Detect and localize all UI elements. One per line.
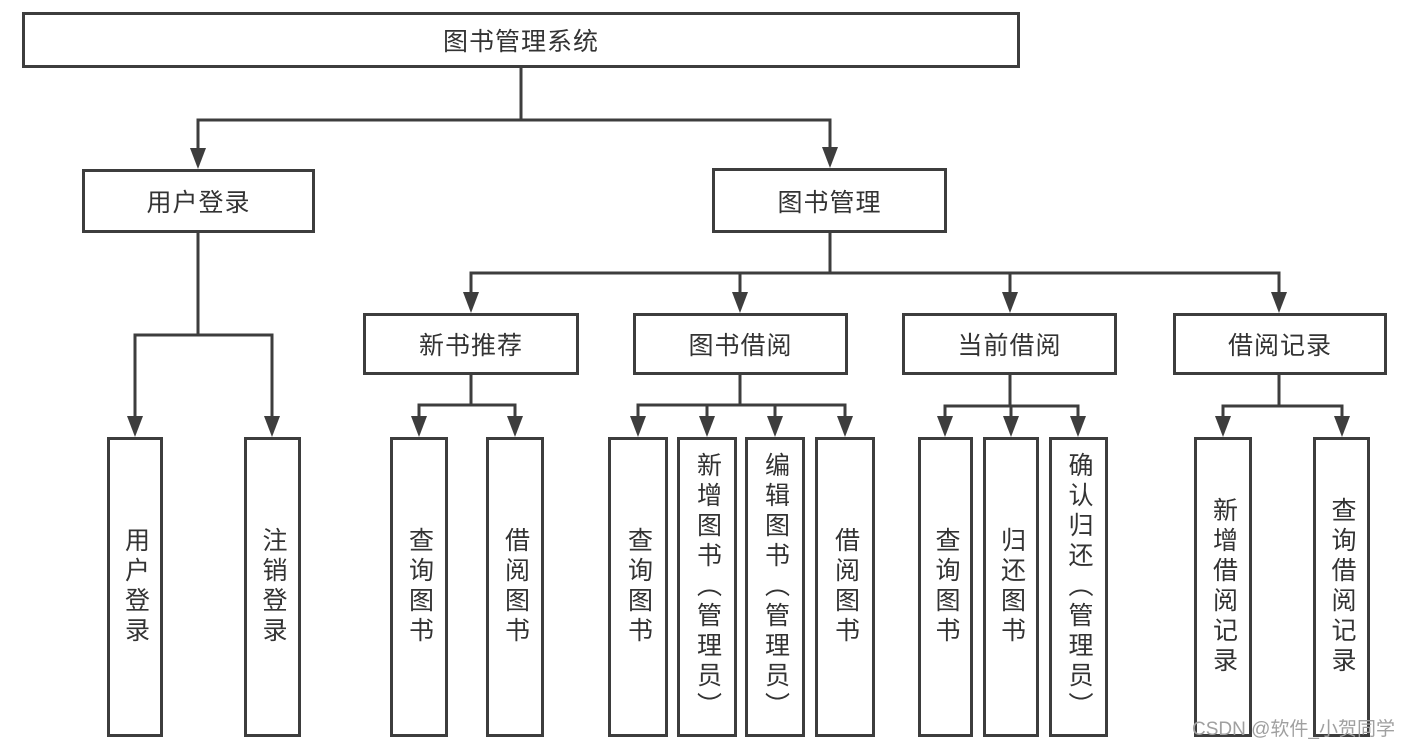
leaf-label: 查询图书	[932, 527, 960, 647]
leaf-label: 借阅图书	[831, 527, 860, 647]
node-current-borrowing: 当前借阅	[902, 313, 1117, 375]
leaf-label: 用户登录	[121, 527, 150, 647]
node-user-login: 用户登录	[82, 169, 315, 233]
node-new-book-recommend: 新书推荐	[363, 313, 579, 375]
leaf-current-query-books: 查询图书	[918, 437, 973, 737]
node-borrowing-records: 借阅记录	[1173, 313, 1387, 375]
leaf-logout: 注销登录	[244, 437, 301, 737]
leaf-record-query-borrow-record: 查询借阅记录	[1313, 437, 1370, 737]
leaf-record-add-borrow-record: 新增借阅记录	[1194, 437, 1252, 737]
node-library-management-system: 图书管理系统	[22, 12, 1020, 68]
arrow-down-icon	[127, 147, 1350, 437]
leaf-current-return-books: 归还图书	[983, 437, 1039, 737]
node-book-management: 图书管理	[712, 168, 947, 233]
leaf-label: 借阅图书	[501, 527, 530, 647]
leaf-label: 查询借阅记录	[1328, 497, 1356, 677]
leaf-newbook-borrow-books: 借阅图书	[486, 437, 544, 737]
leaf-label: 查询图书	[405, 527, 434, 647]
leaf-label: 查询图书	[624, 527, 653, 647]
leaf-user-login: 用户登录	[107, 437, 163, 737]
watermark: CSDN @软件_小贺同学	[1192, 719, 1395, 740]
leaf-label: 新增借阅记录	[1209, 497, 1238, 677]
leaf-borrow-add-books-admin: 新增图书（管理员）	[677, 437, 737, 737]
leaf-newbook-query-books: 查询图书	[390, 437, 448, 737]
leaf-borrow-query-books: 查询图书	[608, 437, 668, 737]
leaf-label: 归还图书	[997, 527, 1026, 647]
leaf-borrow-borrow-books: 借阅图书	[815, 437, 875, 737]
node-book-borrowing: 图书借阅	[633, 313, 848, 375]
leaf-label: 新增图书（管理员）	[693, 452, 722, 722]
leaf-borrow-edit-books-admin: 编辑图书（管理员）	[745, 437, 805, 737]
leaf-label: 确认归还（管理员）	[1065, 452, 1093, 722]
leaf-current-confirm-return-admin: 确认归还（管理员）	[1049, 437, 1108, 737]
leaf-label: 编辑图书（管理员）	[761, 452, 790, 722]
leaf-label: 注销登录	[259, 527, 287, 647]
